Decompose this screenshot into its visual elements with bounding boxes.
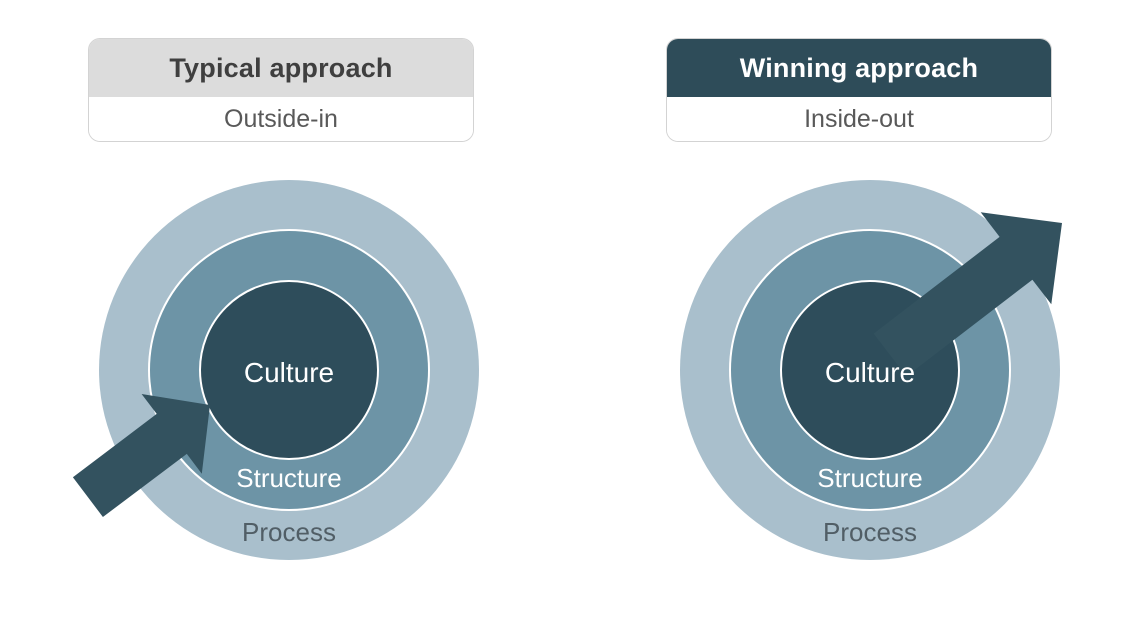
inward-arrow [72, 394, 211, 517]
left-structure-label: Structure [236, 463, 342, 493]
winning-approach-card-header: Winning approach [667, 39, 1051, 97]
left-diagram: Culture Structure Process [72, 180, 479, 560]
right-culture-label: Culture [825, 357, 915, 388]
outside-in-subtitle: Outside-in [224, 104, 338, 133]
left-process-label: Process [242, 517, 336, 547]
right-diagram: Culture Structure Process [680, 180, 1062, 560]
left-culture-label: Culture [244, 357, 334, 388]
typical-approach-card-header: Typical approach [89, 39, 473, 97]
winning-approach-card: Winning approach Inside-out [666, 38, 1052, 142]
right-structure-label: Structure [817, 463, 923, 493]
winning-approach-card-body: Inside-out [667, 97, 1051, 141]
typical-approach-card-body: Outside-in [89, 97, 473, 141]
typical-approach-title: Typical approach [169, 52, 393, 83]
winning-approach-title: Winning approach [739, 52, 979, 83]
typical-approach-card: Typical approach Outside-in [88, 38, 474, 142]
left-culture-circle [199, 280, 379, 460]
outward-arrow [873, 212, 1062, 377]
inside-out-subtitle: Inside-out [804, 104, 914, 133]
right-process-label: Process [823, 517, 917, 547]
